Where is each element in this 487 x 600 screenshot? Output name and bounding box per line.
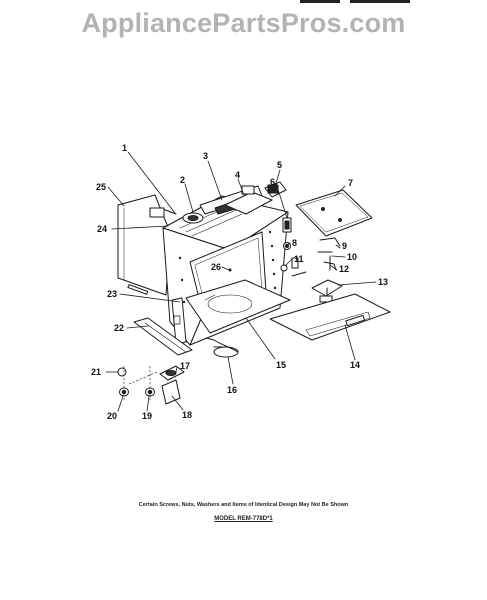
callout-22: 22: [114, 323, 124, 333]
model-number: MODEL REM-778D*1: [214, 516, 273, 522]
callout-20: 20: [107, 411, 117, 421]
callout-11: 11: [294, 254, 304, 264]
callout-12: 12: [339, 264, 349, 274]
callout-labels: 1 2 3 4 5 6 7 8 9 10 11 12 13 14 15 16 1…: [91, 143, 388, 421]
part-small-details: [127, 268, 232, 301]
callout-8: 8: [292, 238, 297, 248]
callout-18: 18: [182, 410, 192, 420]
callout-15: 15: [276, 360, 286, 370]
watermark: AppliancePartsPros.com: [81, 8, 406, 38]
callout-3: 3: [203, 151, 208, 161]
callout-2: 2: [180, 175, 185, 185]
footer-note: Certain Screws, Nuts, Washers and Items …: [138, 502, 349, 508]
part-oven-cavity: [162, 195, 291, 346]
part-knobs: [117, 365, 185, 405]
leader-lines: [105, 151, 377, 412]
part-bracket: [317, 237, 341, 271]
callout-21: 21: [91, 367, 101, 377]
callout-25: 25: [96, 182, 106, 192]
top-edge-bar-left: [300, 0, 340, 3]
callout-17: 17: [180, 361, 190, 371]
part-vent-strip: [133, 317, 193, 356]
callout-1: 1: [122, 143, 127, 153]
part-top-components: [149, 185, 273, 224]
top-edge-bar-right: [350, 0, 410, 3]
callout-14: 14: [350, 360, 360, 370]
callout-16: 16: [227, 385, 237, 395]
callout-10: 10: [347, 252, 357, 262]
part-stirrer: [311, 279, 343, 303]
callout-6: 6: [270, 177, 275, 187]
callout-7: 7: [348, 178, 353, 188]
callout-26: 26: [211, 262, 221, 272]
part-bottom-plate: [269, 293, 391, 341]
callout-9: 9: [342, 241, 347, 251]
callout-24: 24: [97, 224, 107, 234]
part-probe: [205, 337, 239, 358]
part-cover-plate: [295, 189, 373, 237]
callout-13: 13: [378, 277, 388, 287]
callout-5: 5: [277, 160, 282, 170]
callout-19: 19: [142, 411, 152, 421]
callout-23: 23: [107, 289, 117, 299]
callout-4: 4: [235, 170, 240, 180]
part-5-block: [264, 181, 287, 198]
